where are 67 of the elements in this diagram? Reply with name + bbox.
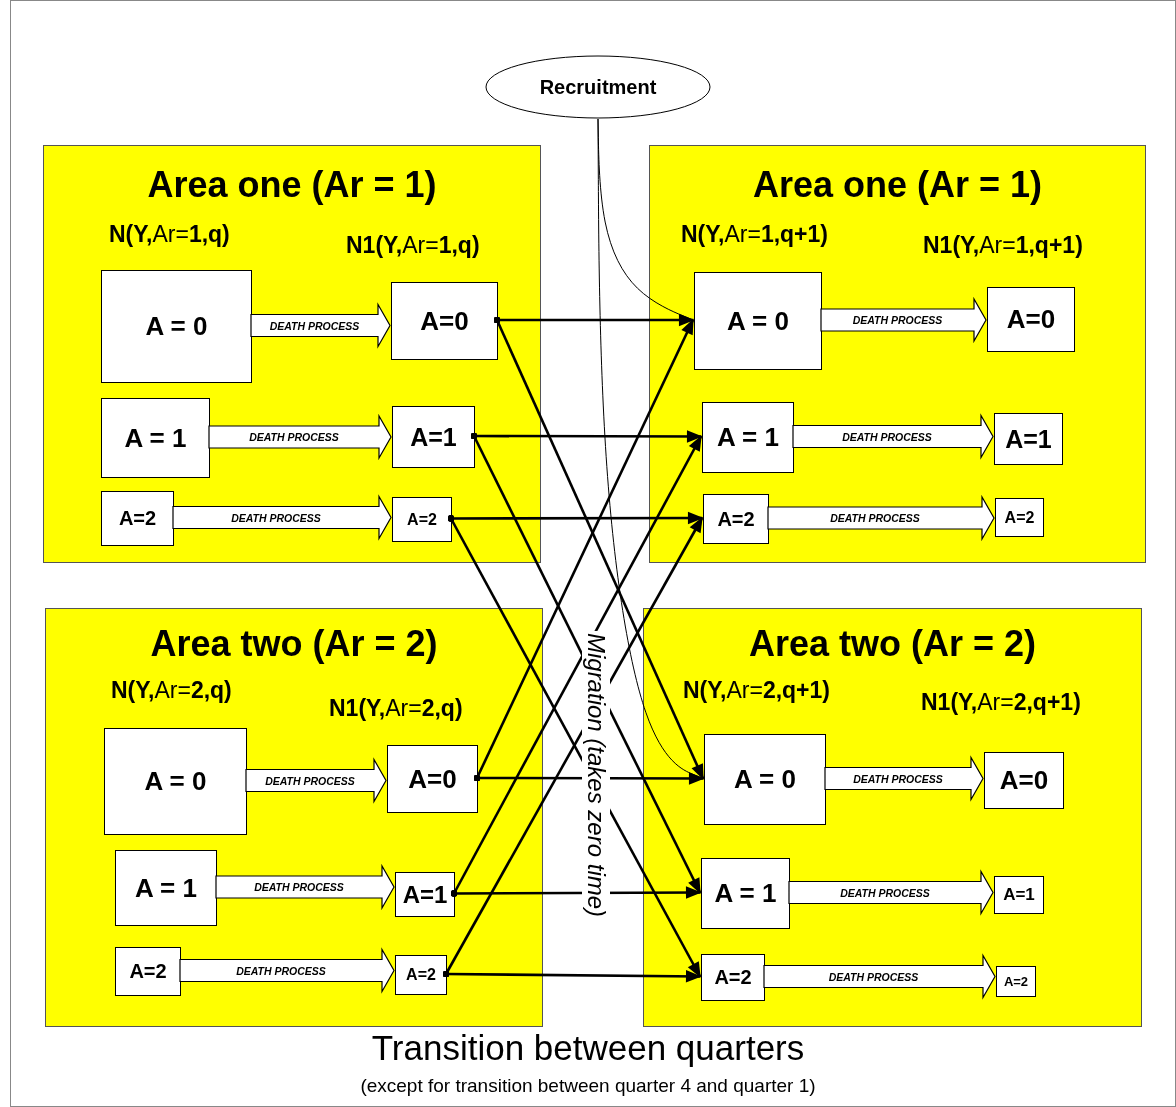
age-class-box: A = 1 [101,398,210,478]
age-class-box: A=0 [391,282,498,360]
age-class-box: A=2 [392,497,452,542]
age-class-box: A=2 [701,954,765,1001]
age-class-box: A=2 [395,955,447,995]
age-class-box: A = 0 [704,734,826,825]
age-class-box: A=0 [987,287,1075,352]
edge-label: DEATH PROCESS [842,430,932,443]
edge-label: DEATH PROCESS [265,774,355,787]
area-panel [45,608,543,1027]
diagram-title: Transition between quarters [371,1028,805,1067]
age-class-box: A = 0 [104,728,247,835]
age-class-box: A = 0 [694,272,822,370]
area-panel [649,145,1146,563]
age-class-box: A=2 [101,491,174,546]
block-arrow [792,413,994,460]
age-class-box: A = 1 [702,402,794,473]
edge-label: DEATH PROCESS [269,319,360,332]
edge-label: DEATH PROCESS [830,512,920,524]
column-heading: N1(Y,Ar=1,q+1) [923,232,1083,259]
block-arrow [767,494,995,542]
edge-label: DEATH PROCESS [840,886,930,899]
age-class-box: A = 0 [101,270,252,383]
area-title: Area one (Ar = 1) [146,164,438,206]
age-class-box: A=1 [994,876,1044,914]
area-title: Area one (Ar = 1) [751,164,1044,206]
age-class-box: A=1 [392,406,475,468]
ellipse-label: Recruitment [539,75,657,99]
area-title: Area two (Ar = 2) [149,623,439,665]
block-arrow [250,302,391,349]
block-arrow [215,863,395,911]
area-panel [43,145,541,563]
age-class-box: A=2 [115,947,181,996]
edge-label: DEATH PROCESS [852,314,943,326]
column-heading: N(Y,Ar=2,q+1) [683,677,830,704]
area-panel [643,608,1142,1027]
block-arrow [788,869,994,916]
edge-label: DEATH PROCESS [853,772,943,785]
caption: (except for transition between quarter 4 and quarter 1) [360,1075,816,1096]
block-arrow [245,757,387,804]
block-arrow [824,755,984,802]
block-arrow [208,413,392,461]
column-heading: N1(Y,Ar=2,q) [329,695,463,722]
age-class-box: A=0 [387,745,478,813]
column-heading: N(Y,Ar=1,q) [109,221,230,248]
edge-label: DEATH PROCESS [231,511,321,524]
age-class-box: A = 1 [701,858,790,929]
block-arrow [179,947,395,994]
age-class-box: A=0 [984,752,1064,809]
age-class-box: A=2 [996,966,1036,997]
column-heading: N1(Y,Ar=1,q) [346,232,480,259]
column-heading: N1(Y,Ar=2,q+1) [921,689,1081,716]
column-heading: N(Y,Ar=1,q+1) [681,221,828,248]
block-arrow [172,494,392,541]
edge-label: DEATH PROCESS [236,964,326,977]
block-arrow [763,953,996,1000]
age-class-box: A=2 [995,498,1044,537]
edge-label: DEATH PROCESS [828,970,919,983]
block-arrow [820,296,987,344]
column-heading: N(Y,Ar=2,q) [111,677,232,704]
edge-label: DEATH PROCESS [254,881,344,893]
age-class-box: A=1 [395,872,455,917]
area-title: Area two (Ar = 2) [747,623,1038,665]
age-class-box: A=1 [994,413,1063,465]
age-class-box: A = 1 [115,850,217,926]
age-class-box: A=2 [703,494,769,544]
edge-label: DEATH PROCESS [249,431,339,443]
